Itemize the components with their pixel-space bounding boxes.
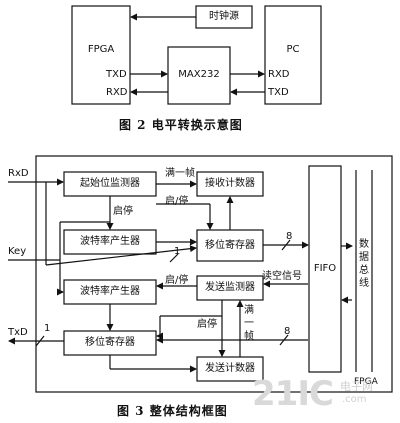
key-input-label: Key: [8, 246, 27, 257]
send-monitor-label: 发送监测器: [205, 282, 255, 293]
data-bus-label: 数据总线: [359, 239, 369, 289]
receive-counter-label: 接收计数器: [205, 178, 255, 189]
fig2-fpga-txd-label: TXD: [106, 69, 127, 80]
send-counter-box: [196, 356, 264, 382]
full-frame-bottom-label: 满一帧: [244, 305, 254, 342]
read-empty-signal-label: 读空信号: [262, 271, 302, 282]
bus-width-tx-label: 8: [284, 326, 291, 337]
send-monitor-box: [196, 275, 264, 301]
start-stop-label-3: 启/停: [165, 275, 189, 286]
watermark-logo: 21IC: [252, 374, 334, 414]
bus-width-rx-label: 8: [286, 231, 293, 242]
start-bit-detector-label: 起始位监测器: [80, 178, 140, 189]
fig2-pc-box: [264, 5, 322, 105]
rxd-input-label: RxD: [8, 168, 29, 179]
shift-register-rx-label: 移位寄存器: [205, 240, 255, 251]
fifo-label: FIFO: [313, 263, 337, 274]
fig2-pc-rxd-label: RXD: [268, 69, 290, 80]
fig2-fpga-rxd-label: RXD: [106, 87, 128, 98]
fifo-box: [308, 165, 342, 373]
send-counter-label: 发送计数器: [205, 363, 255, 374]
full-frame-top-label: 满一帧: [165, 168, 195, 179]
bit-width-rx-label: 1: [174, 246, 181, 257]
bit-width-tx-label: 1: [44, 323, 51, 334]
start-stop-label-4: 启停: [197, 319, 217, 330]
txd-output-label: TxD: [8, 327, 28, 338]
start-stop-label-1: 启停: [113, 206, 133, 217]
fig2-pc-txd-label: TXD: [268, 87, 289, 98]
fig2-fpga-label: FPGA: [87, 44, 115, 55]
shift-register-tx-label: 移位寄存器: [85, 337, 135, 348]
fig2-pc-label: PC: [286, 44, 300, 55]
site-watermark: 21IC 电子网 .com: [252, 372, 392, 418]
fig2-max232-box: [167, 46, 231, 105]
clock-source-label: 时钟源: [209, 11, 239, 22]
baud-generator-tx-label: 波特率产生器: [80, 286, 140, 297]
start-stop-label-2: 启/停: [165, 196, 189, 207]
watermark-site-cn: 电子网: [340, 380, 373, 393]
fig3-fpga-label: FPGA: [354, 377, 378, 387]
fig2-fpga-box: [71, 5, 131, 105]
figure2-caption: 图 2 电平转换示意图: [119, 118, 243, 132]
watermark-site-en: .com: [342, 394, 367, 405]
fig2-max232-label: MAX232: [178, 69, 220, 80]
baud-generator-rx-label: 波特率产生器: [80, 236, 140, 247]
fig3-fpga-boundary: [35, 155, 393, 393]
figure3-caption: 图 3 整体结构框图: [117, 404, 228, 418]
